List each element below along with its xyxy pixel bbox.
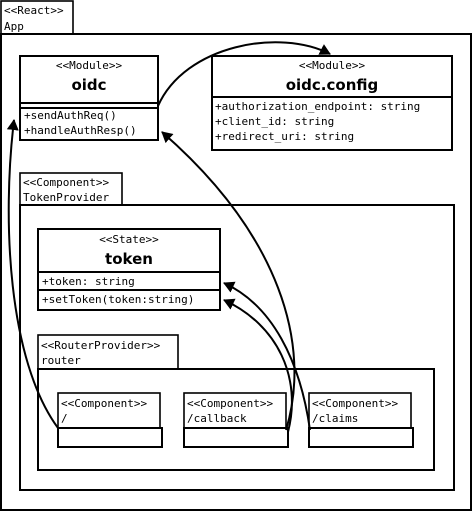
token-method: +setToken(token:string)	[42, 293, 194, 306]
oidc-config-attribute: +redirect_uri: string	[215, 130, 354, 143]
oidc-module: <<Module>> oidc +sendAuthReq() +handleAu…	[19, 55, 159, 141]
token-title: token	[105, 250, 153, 268]
oidc-config-title: oidc.config	[286, 76, 379, 94]
token-attribute: +token: string	[42, 275, 135, 288]
oidc-method: +handleAuthResp()	[24, 124, 137, 137]
route-stereotype: <<Component>>	[187, 397, 273, 410]
route-name: /claims	[312, 412, 358, 425]
route-stereotype: <<Component>>	[312, 397, 398, 410]
route-name: /	[61, 412, 68, 425]
oidc-config-attribute: +client_id: string	[215, 115, 334, 128]
token-stereotype: <<State>>	[99, 233, 159, 246]
token-provider-stereotype: <<Component>>	[23, 176, 109, 189]
oidc-config-stereotype: <<Module>>	[299, 59, 366, 72]
route-callback-component: <<Component>> /callback	[183, 392, 289, 448]
arrow-callback-to-oidc	[161, 131, 296, 431]
oidc-stereotype: <<Module>>	[56, 59, 123, 72]
route-claims-component: <<Component>> /claims	[308, 392, 414, 448]
arrow-root-route-to-oidc	[6, 119, 59, 429]
route-name: /callback	[187, 412, 247, 425]
token-provider-name: TokenProvider	[23, 191, 109, 204]
arrow-callback-to-token-settoken	[223, 298, 293, 433]
token-state: <<State>> token +token: string +setToken…	[37, 228, 221, 311]
oidc-config-module: <<Module>> oidc.config +authorization_en…	[211, 55, 453, 151]
route-root-component: <<Component>> /	[57, 392, 163, 448]
arrow-oidc-to-config	[157, 41, 331, 107]
arrow-claims-to-token	[223, 281, 311, 431]
router-name: router	[41, 354, 81, 367]
app-name: App	[4, 20, 24, 33]
oidc-method: +sendAuthReq()	[24, 109, 117, 122]
app-stereotype: <<React>>	[4, 4, 64, 17]
route-stereotype: <<Component>>	[61, 397, 147, 410]
oidc-title: oidc	[71, 76, 106, 94]
router-stereotype: <<RouterProvider>>	[41, 339, 161, 352]
oidc-config-attribute: +authorization_endpoint: string	[215, 100, 420, 113]
